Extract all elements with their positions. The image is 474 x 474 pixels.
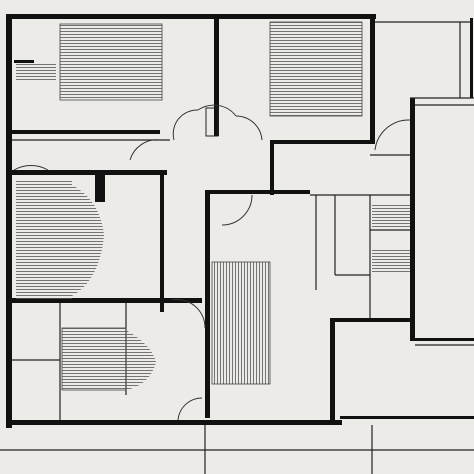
- door-swings: [13, 104, 411, 421]
- outer-walls: [6, 14, 473, 428]
- interior-walls: [10, 18, 474, 422]
- hatched-furniture: [16, 21, 410, 391]
